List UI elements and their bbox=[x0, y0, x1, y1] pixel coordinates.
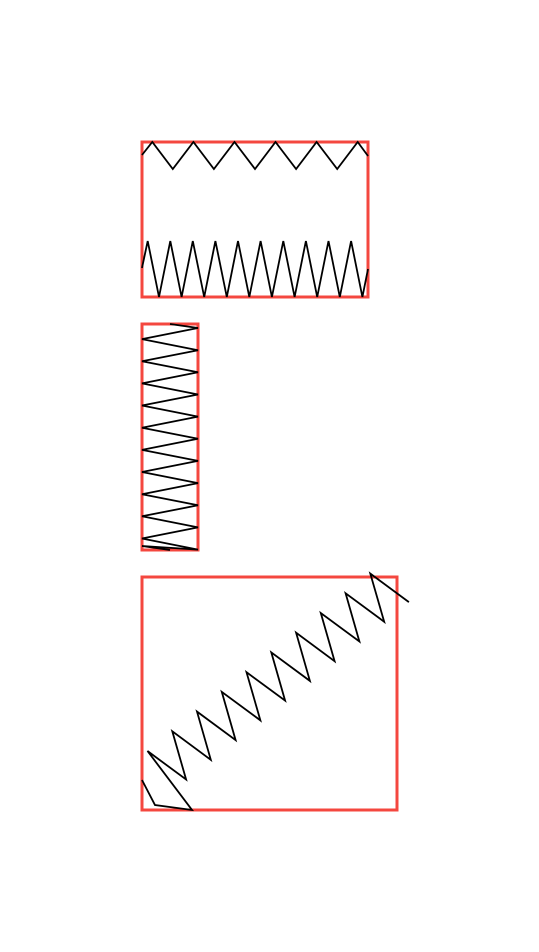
bottom-panel-group bbox=[140, 571, 410, 812]
top-edge-zigzag bbox=[141, 140, 369, 171]
vertical-zigzag bbox=[141, 323, 199, 551]
diagonal-zigzag bbox=[141, 571, 410, 812]
top-panel-frame bbox=[140, 140, 370, 299]
bottom-edge-zigzag bbox=[141, 240, 369, 298]
top-panel-group bbox=[140, 140, 370, 299]
bottom-panel-frame bbox=[140, 575, 399, 812]
middle-panel-group bbox=[140, 322, 200, 552]
